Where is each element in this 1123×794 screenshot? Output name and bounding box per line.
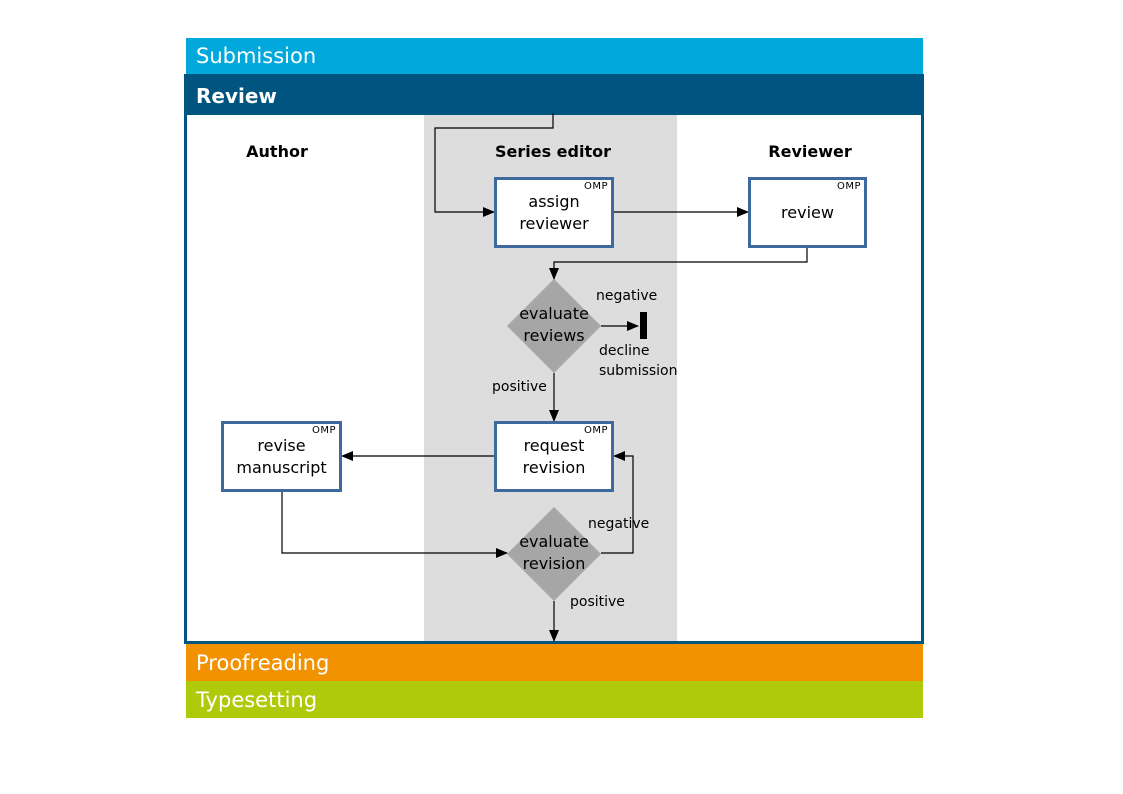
edge-label-decline-submission: decline submission [599, 343, 678, 379]
task-label: review [781, 202, 834, 222]
gateway-evaluate-reviews [507, 279, 601, 373]
phase-bar-review: Review [187, 77, 921, 115]
task-revise-manuscript: OMP revise manuscript [221, 421, 342, 492]
phase-bar-proofreading: Proofreading [186, 644, 923, 681]
edge-incoming-to-assign [434, 113, 554, 217]
omp-tag: OMP [836, 181, 861, 192]
edge-label-reviews-negative: negative [596, 288, 658, 304]
omp-tag: OMP [583, 181, 608, 192]
lane-title-series-editor: Series editor [494, 142, 611, 161]
phase-label-proofreading: Proofreading [196, 650, 330, 675]
task-label: revise manuscript [236, 435, 327, 477]
gateway-label-evaluate-reviews: evaluate reviews [519, 304, 589, 345]
phase-bar-submission: Submission [186, 38, 923, 74]
phase-label-review: Review [196, 84, 277, 108]
gateway-label-evaluate-revision: evaluate revision [519, 532, 589, 573]
phase-label-submission: Submission [196, 44, 317, 68]
task-label: assign reviewer [519, 191, 589, 233]
task-request-revision: OMP request revision [494, 421, 614, 492]
edge-label-reviews-positive: positive [492, 379, 547, 395]
omp-tag: OMP [311, 425, 336, 436]
lane-title-reviewer: Reviewer [768, 142, 852, 161]
edge-label-revision-negative: negative [588, 516, 650, 532]
lane-title-author: Author [246, 142, 308, 161]
gateway-evaluate-revision [507, 507, 601, 601]
task-label: request revision [522, 435, 586, 477]
edge-label-revision-positive: positive [570, 594, 625, 610]
end-event-decline [640, 312, 647, 339]
edge-evaluate-revision-negative [601, 451, 634, 554]
phase-label-typesetting: Typesetting [196, 687, 318, 712]
omp-tag: OMP [583, 425, 608, 436]
phase-bar-typesetting: Typesetting [186, 681, 923, 718]
edge-revise-to-evaluate [281, 491, 508, 558]
task-review: OMP review [748, 177, 867, 248]
task-assign-reviewer: OMP assign reviewer [494, 177, 614, 248]
edge-review-to-evaluate [549, 248, 808, 280]
